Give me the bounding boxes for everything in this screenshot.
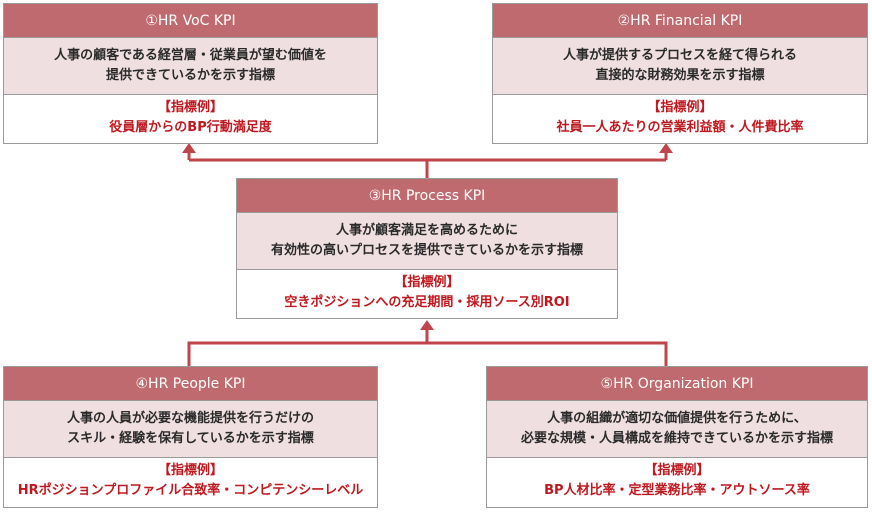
kpi-title-financial: ②HR Financial KPI	[493, 4, 867, 38]
example-label: 【指標例】	[644, 463, 710, 478]
kpi-title-organization: ⑤HR Organization KPI	[487, 367, 867, 401]
arrowhead-voc	[182, 143, 196, 153]
kpi-example-organization: 【指標例】 BP人材比率・定型業務比率・アウトソース率	[487, 458, 867, 504]
kpi-title-process: ③HR Process KPI	[237, 179, 617, 213]
kpi-example-people: 【指標例】 HRポジションプロファイル合致率・コンピテンシーレベル	[4, 458, 377, 504]
kpi-description-people: 人事の人員が必要な機能提供を行うだけのスキル・経験を保有しているかを示す指標	[4, 401, 377, 458]
kpi-example-voc: 【指標例】 役員層からのBP行動満足度	[4, 95, 377, 141]
kpi-title-voc: ①HR VoC KPI	[4, 4, 377, 38]
arrowhead-process	[420, 320, 434, 330]
arrowhead-financial	[659, 143, 673, 153]
example-text: HRポジションプロファイル合致率・コンピテンシーレベル	[17, 483, 364, 498]
kpi-box-voc: ①HR VoC KPI 人事の顧客である経営層・従業員が望む価値を提供できている…	[3, 3, 378, 144]
example-text: 役員層からのBP行動満足度	[109, 120, 272, 135]
kpi-title-people: ④HR People KPI	[4, 367, 377, 401]
kpi-description-voc: 人事の顧客である経営層・従業員が望む価値を提供できているかを示す指標	[4, 38, 377, 95]
connector-bottom-to-process	[187, 328, 668, 366]
kpi-box-financial: ②HR Financial KPI 人事が提供するプロセスを経て得られる直接的な…	[492, 3, 868, 144]
example-label: 【指標例】	[394, 275, 460, 290]
kpi-description-financial: 人事が提供するプロセスを経て得られる直接的な財務効果を示す指標	[493, 38, 867, 95]
example-text: BP人材比率・定型業務比率・アウトソース率	[544, 483, 810, 498]
connector-process-to-top	[187, 152, 668, 178]
kpi-description-organization: 人事の組織が適切な価値提供を行うために、必要な規模・人員構成を維持できているかを…	[487, 401, 867, 458]
example-text: 社員一人あたりの営業利益額・人件費比率	[556, 120, 804, 135]
example-label: 【指標例】	[157, 463, 223, 478]
kpi-box-organization: ⑤HR Organization KPI 人事の組織が適切な価値提供を行うために…	[486, 366, 868, 508]
kpi-box-process: ③HR Process KPI 人事が顧客満足を高めるために有効性の高いプロセス…	[236, 178, 618, 319]
kpi-example-financial: 【指標例】 社員一人あたりの営業利益額・人件費比率	[493, 95, 867, 141]
kpi-description-process: 人事が顧客満足を高めるために有効性の高いプロセスを提供できているかを示す指標	[237, 213, 617, 270]
kpi-box-people: ④HR People KPI 人事の人員が必要な機能提供を行うだけのスキル・経験…	[3, 366, 378, 508]
example-text: 空きポジションへの充足期間・採用ソース別ROI	[284, 295, 570, 310]
example-label: 【指標例】	[157, 100, 223, 115]
kpi-example-process: 【指標例】 空きポジションへの充足期間・採用ソース別ROI	[237, 270, 617, 316]
example-label: 【指標例】	[647, 100, 713, 115]
